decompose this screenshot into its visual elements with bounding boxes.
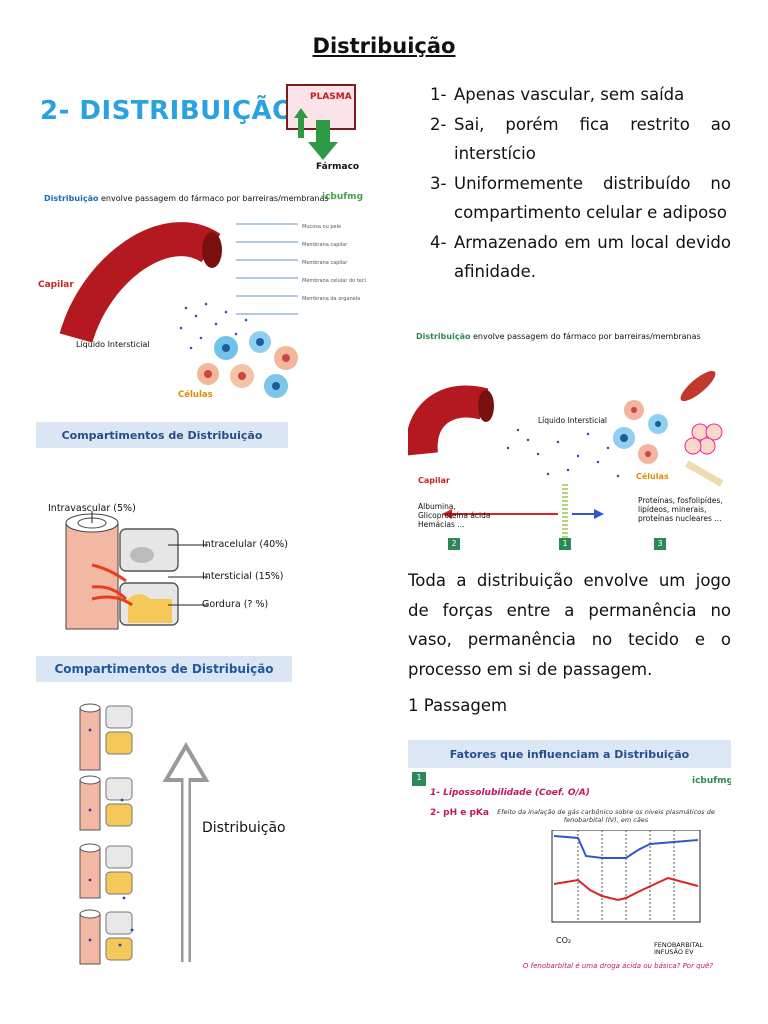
intravascular-label: Intravascular (5%): [48, 503, 136, 514]
figure-subtitle: Distribuição envolve passagem do fármaco…: [416, 332, 701, 341]
distribution-label: Distribuição: [202, 820, 286, 836]
intracelular-label: Intracelular (40%): [202, 539, 288, 550]
list-text: Apenas vascular, sem saída: [454, 85, 685, 104]
list-item: 2- Sai, porém fica restrito ao interstíc…: [430, 110, 731, 169]
celulas-label: Células: [178, 390, 213, 400]
plasma-label: PLASMA: [310, 92, 352, 102]
svg-text:Membrana capilar: Membrana capilar: [302, 260, 348, 266]
svg-text:Membrana capilar: Membrana capilar: [302, 242, 348, 248]
factor-item-1: 1- Lipossolubilidade (Coef. O/A): [430, 788, 590, 798]
band-title: Compartimentos de Distribuição: [61, 428, 263, 442]
badge: 3: [654, 538, 666, 550]
compartments-band: Compartimentos de Distribuição: [36, 422, 288, 448]
list-item: 3- Uniformemente distribuído no comparti…: [430, 169, 731, 228]
figure-subtitle: Distribuição envolve passagem do fármaco…: [44, 194, 329, 203]
list-text: Uniformemente distribuído no compartimen…: [454, 173, 731, 223]
question-text: O fenobarbital é uma droga ácida ou bási…: [522, 962, 714, 970]
body-paragraph: Toda a distribuição envolve um jogo de f…: [408, 571, 731, 679]
factor-item-2: 2- pH e pKa: [430, 808, 489, 818]
capilar-label: Capilar: [38, 280, 74, 290]
barriers-illustration: [408, 370, 724, 540]
list-text: Armazenado em um local devido afinidade.: [454, 232, 731, 282]
list-item: 1- Apenas vascular, sem saída: [430, 80, 731, 110]
svg-text:Membrana da organela: Membrana da organela: [302, 296, 360, 302]
list-number: 4-: [430, 232, 447, 252]
svg-text:Membrana celular do tecido: Membrana celular do tecido: [302, 278, 366, 284]
list-item: 4- Armazenado em um local devido afinida…: [430, 228, 731, 287]
intersticial-label: Intersticial (15%): [202, 571, 284, 582]
icb-logo: icbufmg: [692, 776, 731, 786]
left-text: Albumina, Glicoproteína ácida Hemácias .…: [418, 502, 491, 529]
capilar-label: Capilar: [418, 476, 450, 485]
celulas-label: Células: [636, 472, 669, 481]
band-title: Compartimentos de Distribuição: [54, 662, 274, 676]
right-text: Proteínas, fosfolipídes, lipídeos, miner…: [638, 496, 723, 523]
svg-text:Mucosa ou pele: Mucosa ou pele: [302, 224, 341, 230]
list-number: 2-: [430, 114, 447, 134]
figure-title: 2- DISTRIBUIÇÃO: [40, 96, 295, 126]
farmaco-label: Fármaco: [316, 162, 360, 172]
page-title: Distribuição: [312, 34, 456, 58]
distribution-stages-figure: Distribuição: [60, 690, 360, 980]
factors-figure: Fatores que influenciam a Distribuição 1…: [408, 740, 731, 976]
distribution-list: 1- Apenas vascular, sem saída 2- Sai, po…: [430, 80, 731, 287]
compartments-figure: Intravascular (5%) Intracelular (40%) In…: [36, 495, 336, 635]
chart-title: Efeito da inalação de gás carbônico sobr…: [497, 808, 715, 824]
compartments-band-2: Compartimentos de Distribuição: [36, 656, 292, 682]
subheading: 1 Passagem: [408, 696, 508, 715]
badge: 1: [412, 772, 426, 786]
distribution-figure: 2- DISTRIBUIÇÃO PLASMA Fármaco Distribui…: [36, 78, 366, 408]
list-text: Sai, porém fica restrito ao interstício: [454, 114, 731, 164]
barriers-figure: Distribuição envolve passagem do fármaco…: [408, 326, 730, 556]
factors-header: Fatores que influenciam a Distribuição: [408, 740, 731, 768]
stages-illustration: [79, 703, 210, 965]
compartments-illustration: [65, 511, 208, 630]
fenobarbital-label: FENOBARBITAL INFUSÃO EV: [654, 941, 704, 956]
badge: 2: [448, 538, 460, 550]
liquido-label: Líquido Intersticial: [76, 340, 150, 349]
icb-logo: icbufmg: [322, 192, 364, 202]
list-number: 3-: [430, 173, 447, 193]
badge: 1: [559, 538, 571, 550]
drug-arrows-icon: [294, 108, 338, 160]
liquido-label: Líquido Intersticial: [538, 416, 608, 425]
list-number: 1-: [430, 85, 447, 104]
phenobarbital-chart: [551, 830, 701, 923]
co2-label: CO₂: [556, 936, 572, 945]
gordura-label: Gordura (? %): [202, 599, 269, 610]
